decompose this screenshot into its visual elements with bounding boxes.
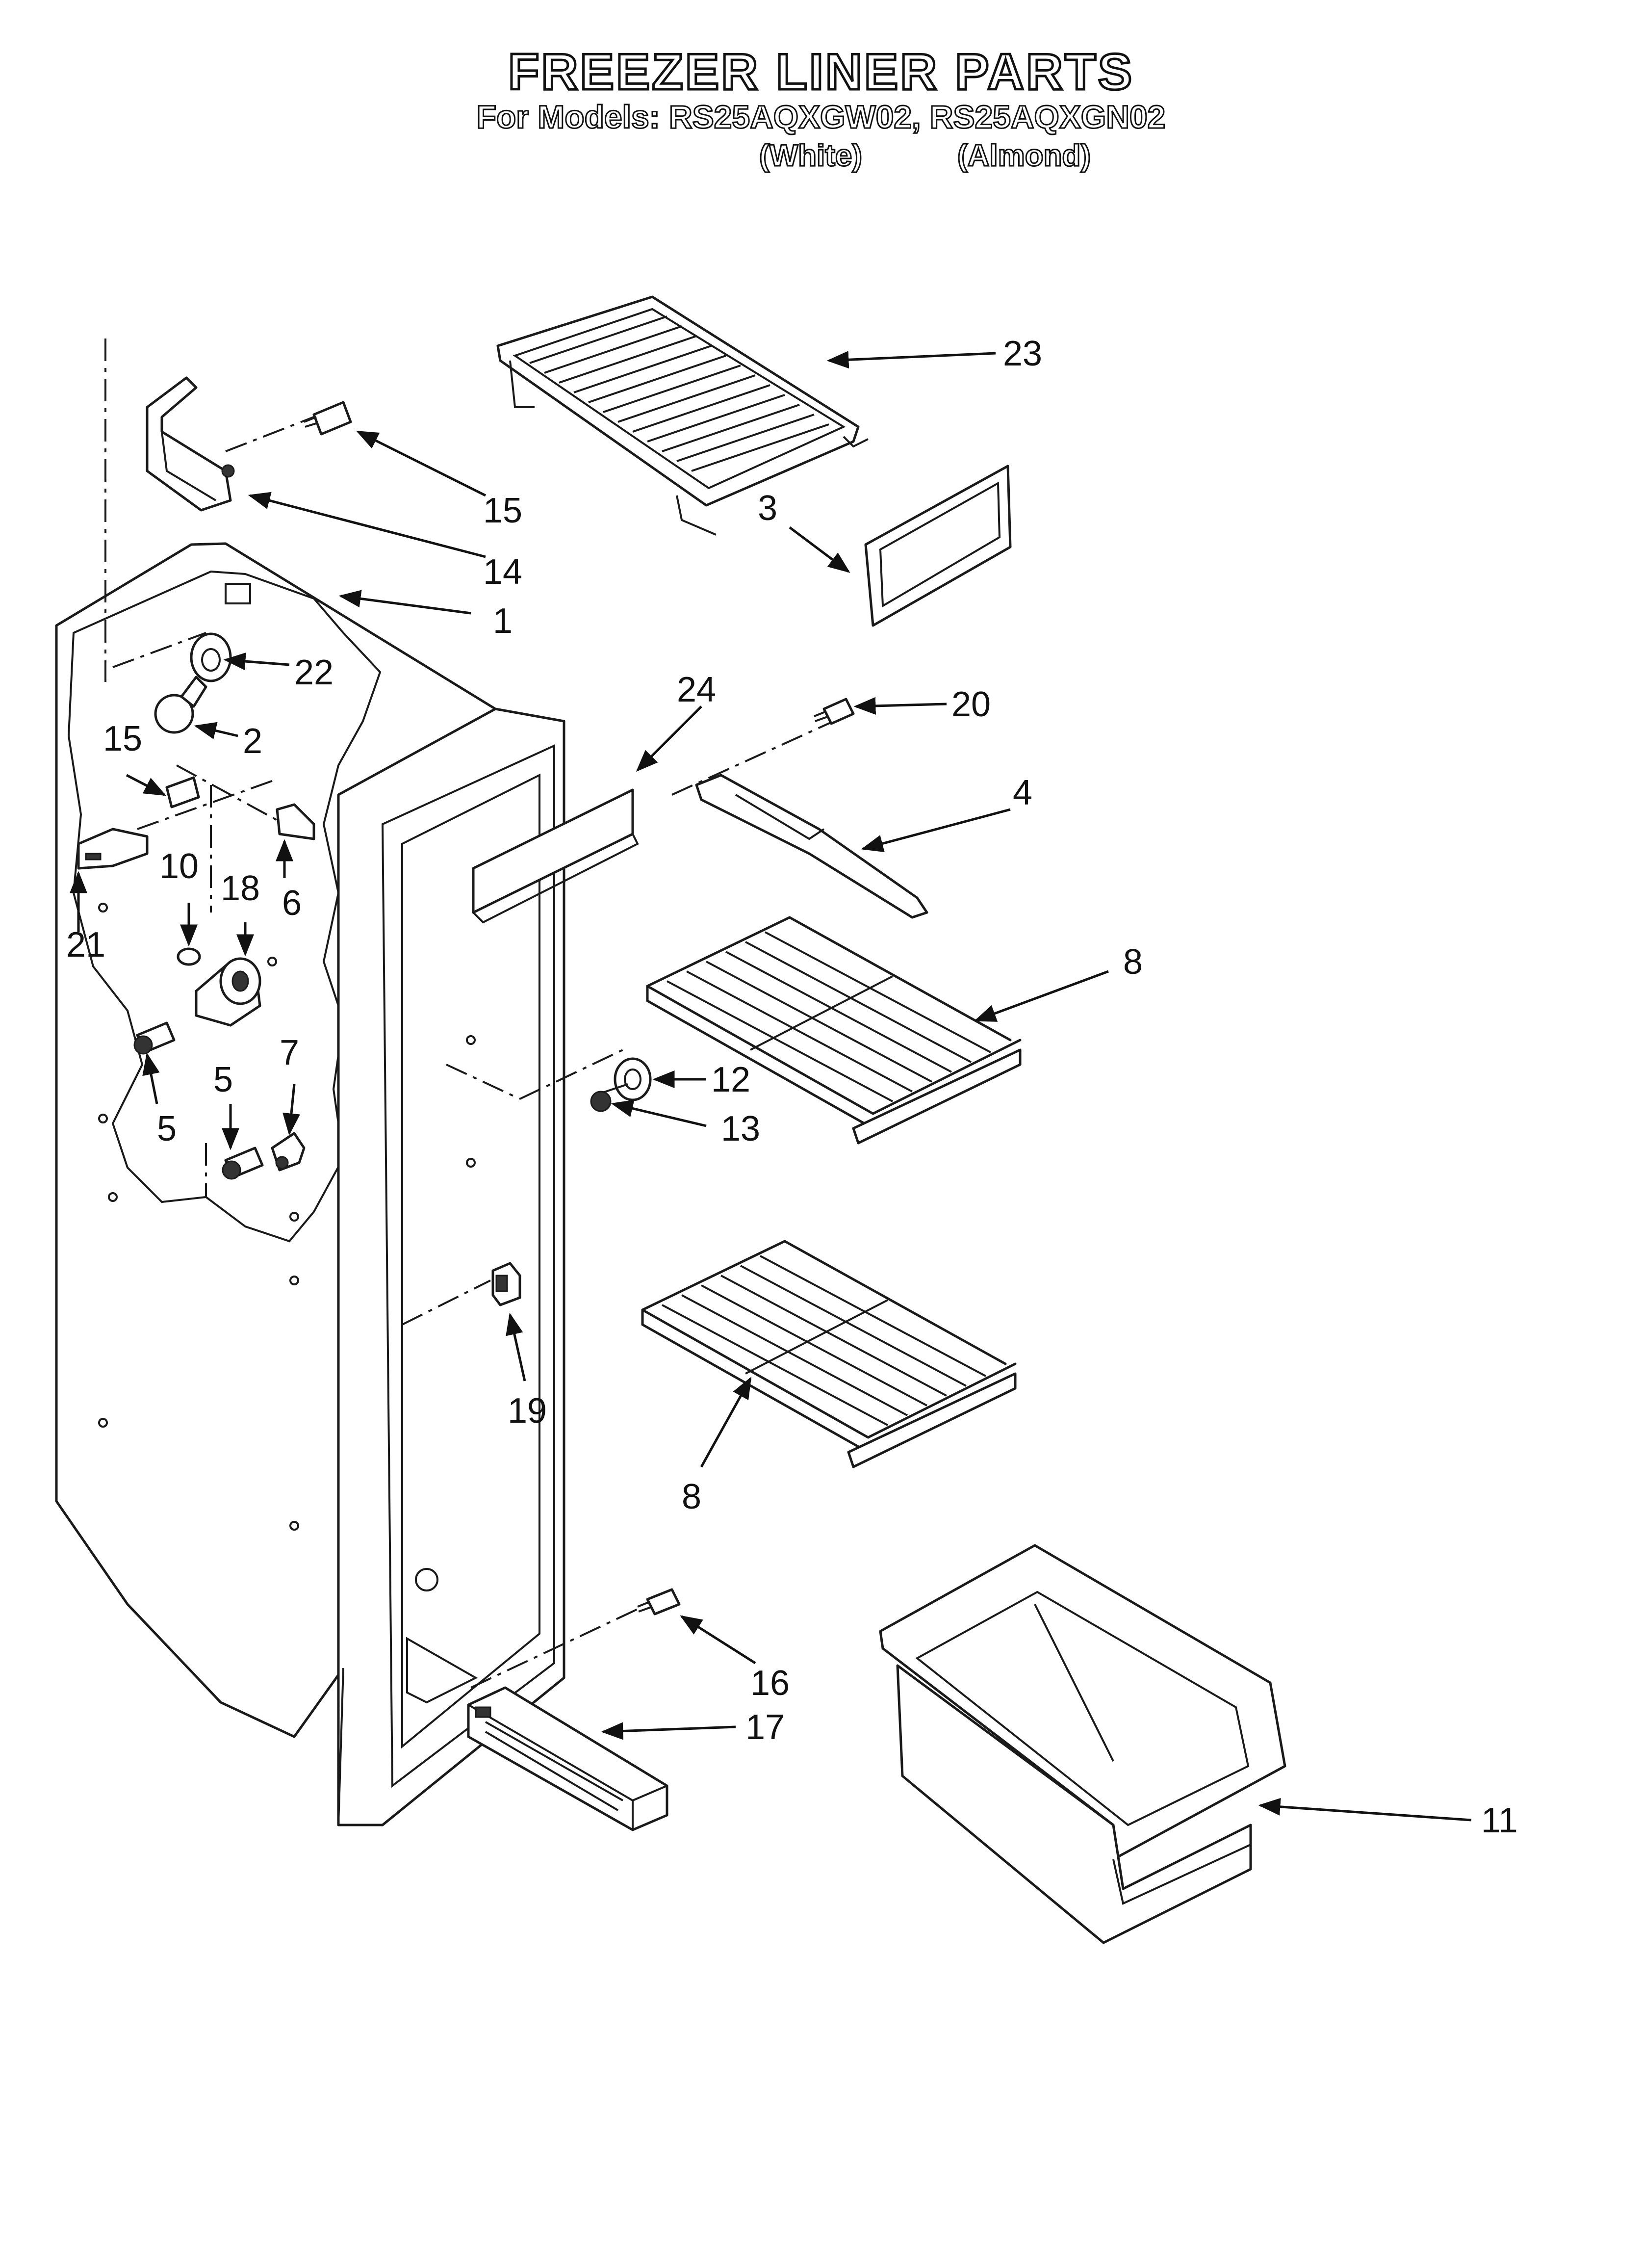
callout-labels: 23 15 14 1 3 22 2 24 20 15 4 6 21 10 18 … — [66, 334, 1518, 1840]
callout-6: 6 — [282, 884, 302, 923]
shelf-ribs — [529, 315, 829, 472]
light-bulb-part — [154, 676, 207, 734]
callout-5-left: 5 — [157, 1109, 177, 1148]
thermostat-control-part — [195, 957, 277, 1027]
wire-bars — [667, 931, 991, 1102]
callout-12: 12 — [711, 1060, 750, 1099]
variant-almond-label: (Almond) — [956, 138, 1091, 174]
freezer-liner — [55, 542, 565, 1826]
liner-holes — [98, 903, 476, 1591]
light-shield-part — [472, 788, 639, 924]
callout-15-top: 15 — [483, 491, 522, 530]
models-line: For Models: RS25AQXGW02, RS25AQXGN02 — [476, 98, 1166, 136]
ice-bin-part — [879, 1544, 1286, 1944]
light-socket-part — [190, 632, 232, 682]
screw-part — [304, 401, 352, 436]
clip-part — [276, 803, 315, 840]
variant-white-label: (White) — [758, 138, 863, 174]
side-bracket-part — [77, 828, 149, 870]
shelf-rail-part — [695, 774, 928, 919]
callout-8-lower: 8 — [682, 1477, 701, 1516]
callout-11: 11 — [1481, 1801, 1518, 1840]
screw-part — [177, 947, 201, 966]
callout-1: 1 — [493, 601, 513, 641]
screw-part — [814, 698, 855, 725]
callout-10: 10 — [159, 847, 199, 886]
bottom-grille-part — [467, 1686, 668, 1831]
glass-shelf-part — [864, 465, 1012, 627]
screw-part — [165, 776, 200, 808]
callout-19: 19 — [508, 1391, 547, 1431]
callout-4: 4 — [1013, 773, 1032, 812]
callout-17: 17 — [745, 1708, 785, 1747]
wire-shelf-part — [646, 916, 1022, 1145]
callout-14: 14 — [483, 552, 522, 592]
top-shelf-part — [496, 295, 869, 536]
callout-15-side: 15 — [103, 719, 142, 758]
screw-part — [637, 1588, 681, 1616]
screw-part — [222, 1147, 264, 1180]
callout-13: 13 — [721, 1109, 760, 1148]
callout-18: 18 — [221, 869, 260, 908]
callout-3: 3 — [758, 489, 777, 528]
upper-bracket-part — [146, 376, 235, 512]
clip-part — [271, 1132, 306, 1172]
callout-5-right: 5 — [213, 1060, 233, 1099]
diagram-title: FREEZER LINER PARTS — [507, 43, 1134, 102]
wire-shelf-part — [641, 1240, 1017, 1468]
callout-arrows — [70, 351, 1472, 1822]
callout-7: 7 — [280, 1033, 299, 1072]
assembly-lines — [104, 339, 834, 1689]
callout-8-upper: 8 — [1123, 942, 1143, 982]
light-switch-part — [491, 1262, 521, 1306]
callout-16: 16 — [750, 1664, 790, 1703]
callout-22: 22 — [294, 653, 334, 692]
callout-2: 2 — [243, 722, 262, 761]
screw-part — [133, 1021, 176, 1055]
callout-21: 21 — [66, 925, 105, 965]
wire-bars — [662, 1255, 986, 1426]
shelf-support-part — [590, 1057, 652, 1112]
callout-23: 23 — [1003, 334, 1042, 373]
callout-20: 20 — [951, 685, 991, 724]
callout-24: 24 — [677, 670, 716, 709]
